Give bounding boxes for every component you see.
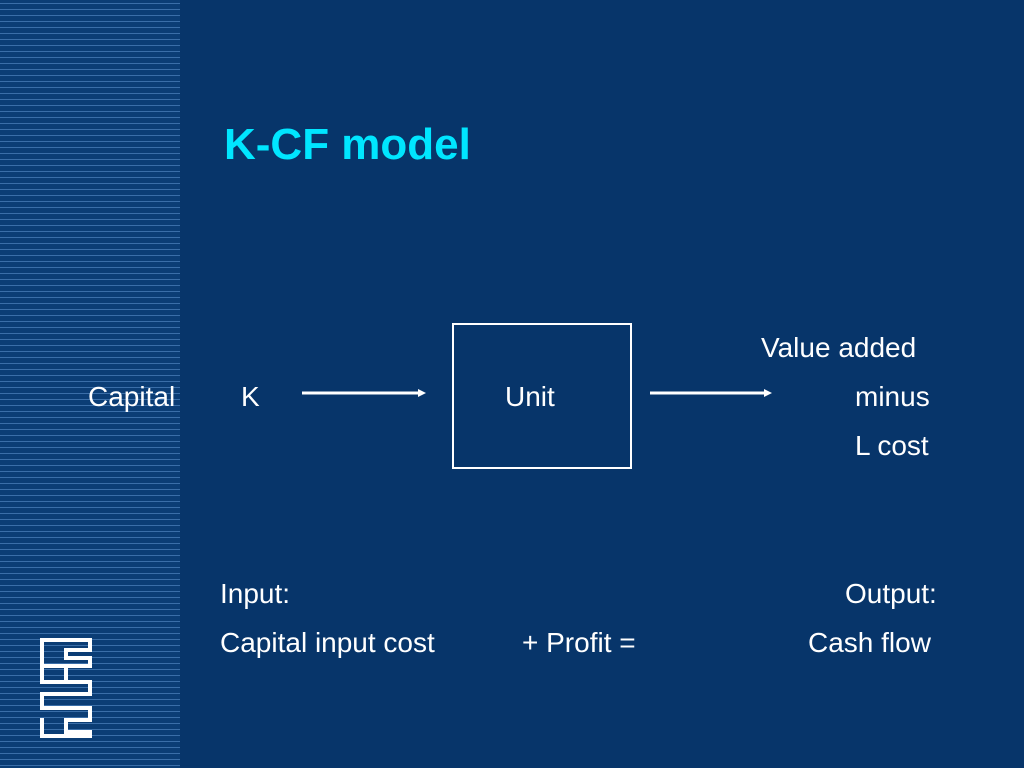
cbs-logo-upper [40, 638, 92, 668]
minus-label: minus [855, 381, 930, 412]
value-added-label: Value added [761, 332, 917, 363]
l-cost-label: L cost [855, 430, 929, 461]
unit-label: Unit [505, 381, 555, 412]
cash-flow-term: Cash flow [808, 627, 931, 658]
slide-title: K-CF model [224, 120, 471, 169]
input-arrow [302, 389, 426, 397]
output-arrow-head [764, 389, 772, 397]
unit-box [452, 323, 632, 469]
profit-operator: + Profit = [522, 627, 636, 658]
input-arrow-head [418, 389, 426, 397]
input-heading: Input: [220, 578, 291, 609]
cbs-logo-icon [40, 638, 92, 738]
cbs-logo-base [40, 718, 92, 738]
capital-label: Capital [88, 381, 176, 412]
output-arrow [650, 389, 772, 397]
capital-input-cost-term: Capital input cost [220, 627, 435, 658]
cbs-logo-middle-left [40, 664, 68, 684]
cbs-logo-lower [40, 680, 92, 734]
capital-symbol: K [241, 381, 260, 412]
output-heading: Output: [845, 578, 937, 609]
